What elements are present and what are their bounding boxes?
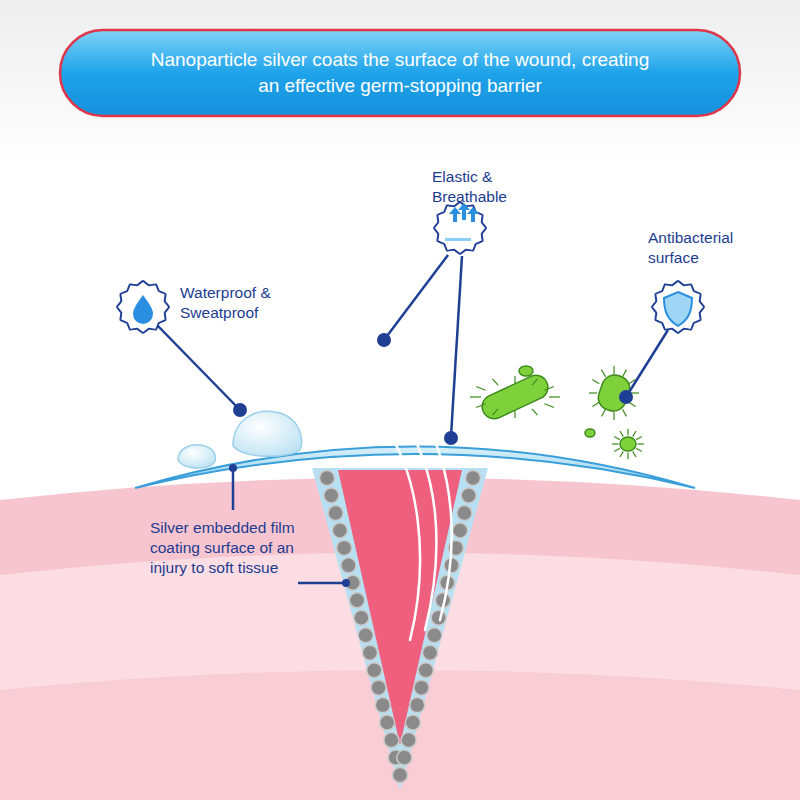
cilium — [592, 402, 599, 406]
cilium — [476, 404, 486, 408]
background-band — [0, 0, 800, 170]
silver-particle — [461, 488, 476, 503]
silver-particle — [337, 540, 352, 555]
silver-particle — [401, 733, 416, 748]
cilium — [544, 387, 554, 391]
cilium — [620, 451, 623, 457]
silver-film — [135, 447, 695, 489]
silver-particle — [405, 715, 420, 730]
title-text: Nanoparticle silver coats the surface of… — [140, 47, 660, 98]
silver-particle — [341, 558, 356, 573]
callout-label: Silver embedded film coating surface of … — [150, 518, 298, 578]
wound-film-lining — [312, 468, 488, 790]
cilium — [592, 380, 599, 384]
cilium — [614, 437, 620, 440]
callout-label: Elastic & Breathable — [432, 167, 542, 207]
silver-particle — [324, 488, 339, 503]
cilium — [627, 429, 628, 436]
silver-particle — [431, 610, 446, 625]
silver-particle — [418, 663, 433, 678]
cilium — [637, 443, 644, 444]
callout-label: Waterproof & Sweatproof — [180, 283, 290, 323]
cilium — [514, 411, 515, 418]
silver-particle — [332, 523, 347, 538]
silver-particle — [362, 645, 377, 660]
bacteria-cilia — [470, 366, 644, 459]
cilium — [636, 437, 642, 440]
icon-badge — [117, 281, 169, 333]
bacteria — [478, 366, 636, 451]
cilium — [633, 431, 636, 437]
silver-particle — [350, 593, 365, 608]
silver-particle — [328, 505, 343, 520]
cilium — [612, 443, 619, 444]
silver-particle — [380, 715, 395, 730]
silver-particle — [371, 680, 386, 695]
cilium — [613, 366, 614, 374]
air-flow-lines — [330, 365, 452, 640]
cilium — [493, 409, 499, 415]
cilium — [476, 387, 486, 391]
silver-particle — [358, 628, 373, 643]
silver-particle — [414, 680, 429, 695]
cilium — [589, 392, 597, 393]
cilium — [532, 409, 538, 415]
cilium — [602, 370, 606, 377]
silver-particle — [410, 698, 425, 713]
cilium — [636, 448, 642, 451]
silver-particle — [397, 750, 412, 765]
title-pill — [60, 30, 740, 116]
silver-particle — [320, 471, 335, 486]
cilium — [623, 370, 627, 377]
cilium — [532, 379, 538, 385]
silver-particle — [457, 505, 472, 520]
silver-particle — [423, 645, 438, 660]
icon-badge — [652, 281, 704, 333]
cilium — [613, 412, 614, 420]
silver-particle — [427, 628, 442, 643]
silver-particle — [384, 733, 399, 748]
cilium — [602, 409, 606, 416]
cilium — [633, 451, 636, 457]
silver-particle — [466, 471, 481, 486]
silver-particles — [320, 471, 481, 783]
icon-badge — [434, 202, 486, 254]
cilium — [470, 396, 481, 397]
breathable-icon — [445, 203, 479, 241]
silver-particle — [453, 523, 468, 538]
callout-label: Antibacterial surface — [648, 228, 768, 268]
cilium — [493, 379, 499, 385]
shield-icon — [664, 292, 692, 326]
cilium — [549, 396, 560, 397]
silver-particle — [393, 768, 408, 783]
cilium — [614, 448, 620, 451]
silver-particle — [375, 698, 390, 713]
cilium — [629, 402, 636, 406]
cilium — [544, 404, 554, 408]
silver-particle — [393, 768, 408, 783]
silver-particle — [354, 610, 369, 625]
water-droplet — [178, 445, 215, 468]
cilium — [631, 392, 639, 393]
cilium — [514, 376, 515, 383]
cilium — [620, 431, 623, 437]
water-droplet — [233, 411, 302, 456]
silver-particle — [367, 663, 382, 678]
drop-icon — [133, 295, 153, 324]
cilium — [623, 409, 627, 416]
cilium — [627, 453, 628, 460]
icon-badges — [117, 202, 704, 333]
